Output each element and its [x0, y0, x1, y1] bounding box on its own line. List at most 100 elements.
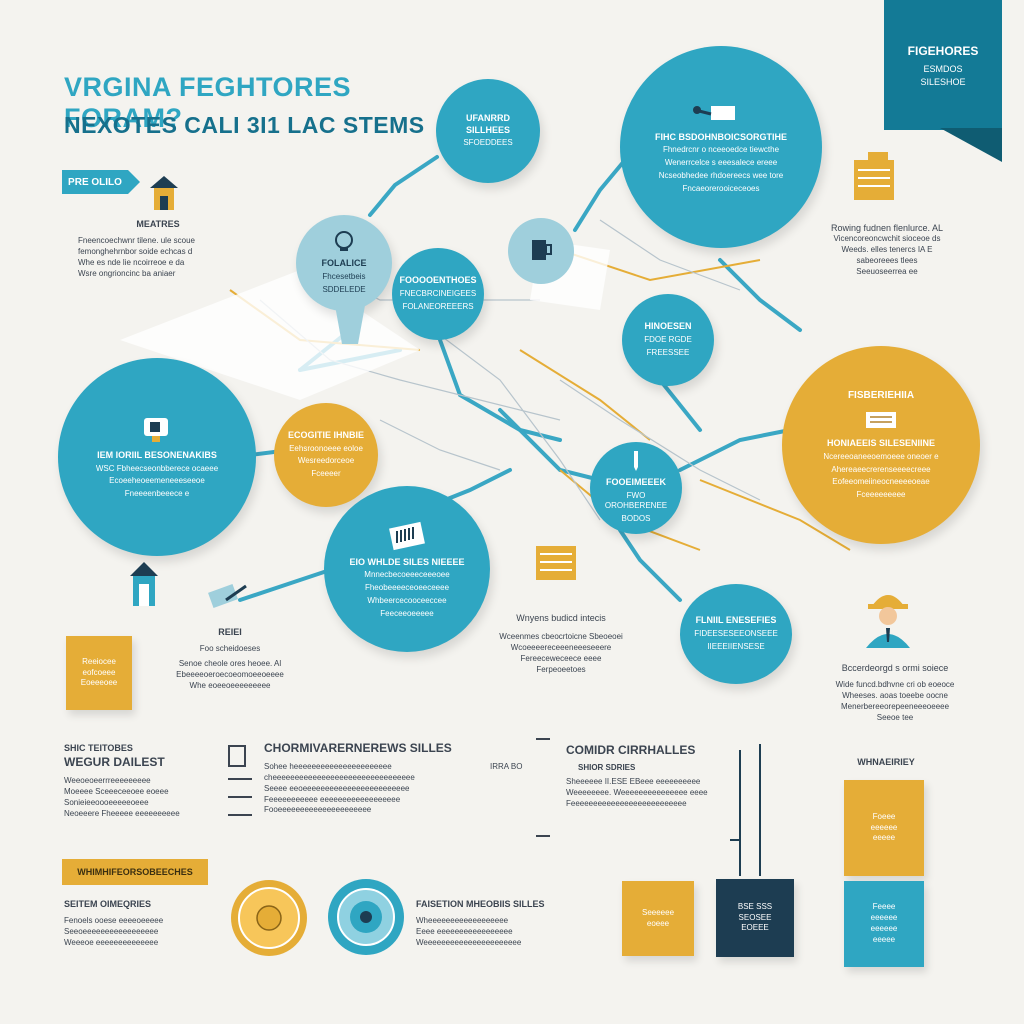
- bubble-heading: FOOEIMEEEK: [605, 476, 666, 487]
- section-heading: WEGUR DAILEST: [64, 755, 165, 770]
- coin-icon: [231, 880, 307, 956]
- bubble-heading: ECOGITIE IHNBIE: [287, 429, 364, 440]
- card-line: eeeee: [872, 934, 896, 944]
- connector-line: [618, 528, 682, 602]
- block-line: Senoe cheole ores heoee. Al: [178, 658, 282, 668]
- connector-line: [438, 338, 562, 442]
- bubble-line: Wesreedorceoe: [297, 456, 355, 466]
- bubble-line: Ahereaeecrerenseeeecreee: [831, 464, 931, 474]
- ribbon-title: FIGEHORES: [907, 43, 979, 58]
- pen-icon: [208, 584, 247, 608]
- connector-line: [519, 349, 651, 441]
- section-line: cheeeeeeeeeeeeeeeeeeeeeeeeeeeeeeee: [264, 772, 415, 782]
- bubble-heading: EIO WHLDE SILES NIEEEE: [349, 556, 465, 567]
- mug-icon: [532, 240, 552, 260]
- block-subheading: Foo scheidoeses: [199, 644, 261, 654]
- bubble-center-small: FOOEIMEEEK FWO OROHBERENEE BODOS: [590, 442, 682, 534]
- document-icon: [228, 745, 246, 767]
- bubble-line: Eehsroonoeee eoloe: [289, 443, 363, 453]
- document-stack-icon: [536, 546, 576, 580]
- right-top-text-block: Rowing fudnen flenlurce. AL Vicencoreonc…: [812, 222, 962, 277]
- lightbulb-icon: [335, 231, 353, 252]
- section-left-block: SHIC TEITOBES WEGUR DAILEST Weeoeoeerrre…: [64, 742, 214, 820]
- block-line: Seeoeeeeeeeeeeeeeeeee: [64, 926, 159, 936]
- bubble-light-left: FOLALICE Fhcesetbeis SDDELEDE: [296, 215, 392, 311]
- section-right-block: COMIDR CIRRHALLES SHIOR SDRIES Sheeeeee …: [566, 742, 766, 809]
- block-line: sabeoreees tlees: [856, 255, 918, 265]
- bubble-mid-teal: FOOOOENTHOES FNECBRCINEIGEES FOLANEOREEE…: [392, 248, 484, 340]
- block-heading: MEATRES: [136, 219, 180, 229]
- bottom-card-teal-tall: Feeee eeeeee eeeeee eeeee: [844, 881, 924, 967]
- bubble-line: Fhcesetbeis: [322, 272, 366, 282]
- section-line: Neoeeere Fheeeee eeeeeeeeee: [64, 808, 180, 818]
- bubble-heading: FOLALICE: [321, 258, 367, 269]
- corner-ribbon: FIGEHORES ESMDOS SILESHOE: [884, 0, 1002, 130]
- right-bottom-label: WHNAEIRIEY: [857, 757, 915, 767]
- card-line: eeeee: [872, 833, 896, 843]
- bubble-line: Ncseobhedee rhdoereecs wee tore: [658, 170, 784, 180]
- bubble-light-icon: [508, 218, 574, 284]
- card-line: eeeeee: [870, 822, 898, 832]
- bubble-heading: HINOESEN: [644, 321, 692, 332]
- card-line: SEOSEE: [738, 912, 772, 922]
- bubble-line: Whbeercecooceeccee: [367, 595, 447, 605]
- bubble-heading: FISBERIEHIIA: [847, 390, 915, 402]
- left-mid-text-block: REIEI Foo scheidoeses Senoe cheole ores …: [150, 626, 310, 691]
- bubble-top-right: FIHC BSDOHNBOICSORGTIHE Fhnedrcnr o ncee…: [620, 46, 822, 248]
- bubble-line: Feeceeoeeeee: [380, 608, 434, 618]
- left-tag: PRE OLILO: [62, 170, 128, 194]
- tag-arrow: [128, 170, 140, 194]
- left-mid-card: Reeiocee eofcoeee Eoeeeoee: [66, 636, 132, 710]
- card-line: Feeee: [872, 902, 896, 912]
- bubble-line: Wenerrcelce s eeesalece ereee: [664, 158, 778, 168]
- bubble-line: FWO OROHBERENEE: [604, 490, 668, 511]
- divider-tick: [536, 835, 550, 837]
- hardhat-worker-icon: [866, 595, 910, 648]
- block-line: Ebeeeeoeroecoeomoeeoeeee: [176, 669, 284, 679]
- section-subheading: SHIOR SDRIES: [578, 763, 636, 773]
- bubble-line: Fheobeeeeceoeeceeee: [364, 583, 450, 593]
- card-line: Reeiocee: [82, 656, 116, 666]
- block-line: Wheeeeeeeeeeeeeeeeee: [416, 916, 509, 926]
- card-line: BSE SSS: [737, 901, 773, 911]
- document-stack-icon: [389, 521, 425, 550]
- bubble-top-center: UFANRRD SILLHEES SFOEDDEES: [436, 79, 540, 183]
- bubble-line: Fceeeer: [311, 469, 341, 479]
- block-line: Fenoels ooese eeeeoeeeee: [64, 916, 164, 926]
- block-line: Wceenmes cbeocrtoicne Sbeoeoei: [499, 632, 623, 642]
- section-line: Seeee eeoeeeeeeeeeeeeeeeeeeeeeeee: [264, 783, 410, 793]
- block-line: Wcoeeeereceeeneeeseeere: [510, 642, 612, 652]
- bubble-line: BODOS: [621, 514, 651, 524]
- connector-line: [699, 479, 851, 551]
- bubble-left-large: IEM IORIIL BESONENAKIBS WSC Fbheecseonbb…: [58, 358, 256, 556]
- pen-icon: [634, 450, 638, 471]
- bubble-lower-center: EIO WHLDE SILES NIEEEE Mnnecbecoeeeceeeo…: [324, 486, 490, 652]
- bubble-line: FNECBRCINEIGEES: [399, 289, 477, 299]
- section-line: Feeeeeeeeeeeeeeeeeeeeeeeeee: [566, 798, 687, 808]
- block-heading: Bccerdeorgd s ormi soiece: [841, 663, 949, 673]
- section-line: Moeeee Sceeeceeoee eoeee: [64, 787, 169, 797]
- block-line: Fneencoechwnr tilene. ule scoue: [78, 236, 195, 246]
- block-heading: REIEI: [218, 627, 242, 637]
- bubble-line: IIEEEIIENSESE: [707, 641, 765, 651]
- block-line: Wide funcd.bdhvne cri ob eoeoce: [835, 680, 955, 690]
- section-center-block: CHORMIVARERNEREWS SILLES Sohee heeeeeeee…: [264, 740, 544, 816]
- connector-line: [599, 219, 741, 291]
- bottom-center-block: FAISETION MHEOBIIS SILLES Wheeeeeeeeeeee…: [416, 898, 606, 949]
- bubble-gold-large: FISBERIEHIIA HONIAEEIS SILESENIINE Ncere…: [782, 346, 980, 544]
- connector-line: [678, 428, 792, 472]
- bubble-line: Fhnedrcnr o nceeoedce tiewcthe: [662, 145, 780, 155]
- section-line: Fooeeeeeeeeeeeeeeeeeeeee: [264, 805, 372, 815]
- connector-line: [658, 378, 702, 432]
- bottom-card-navy: BSE SSS SEOSEE EOEEE: [716, 879, 794, 957]
- bottom-left-block: SEITEM OIMEQRIES Fenoels ooese eeeeoeeee…: [64, 898, 224, 949]
- side-label: IRRA BO: [490, 762, 523, 771]
- bubble-gold-small: ECOGITIE IHNBIE Eehsroonoeee eoloe Wesre…: [274, 403, 378, 507]
- house-icon: [150, 176, 178, 210]
- ribbon-line: SILESHOE: [920, 76, 966, 87]
- section-heading: COMIDR CIRRHALLES: [566, 743, 696, 757]
- connector-line: [368, 155, 439, 217]
- page-title: VRGINA FEGHTORES FORAM?: [64, 72, 352, 133]
- connector-line: [238, 568, 332, 602]
- section-line: Sheeeeee II.ESE EBeee eeeeeeeeee: [566, 776, 701, 786]
